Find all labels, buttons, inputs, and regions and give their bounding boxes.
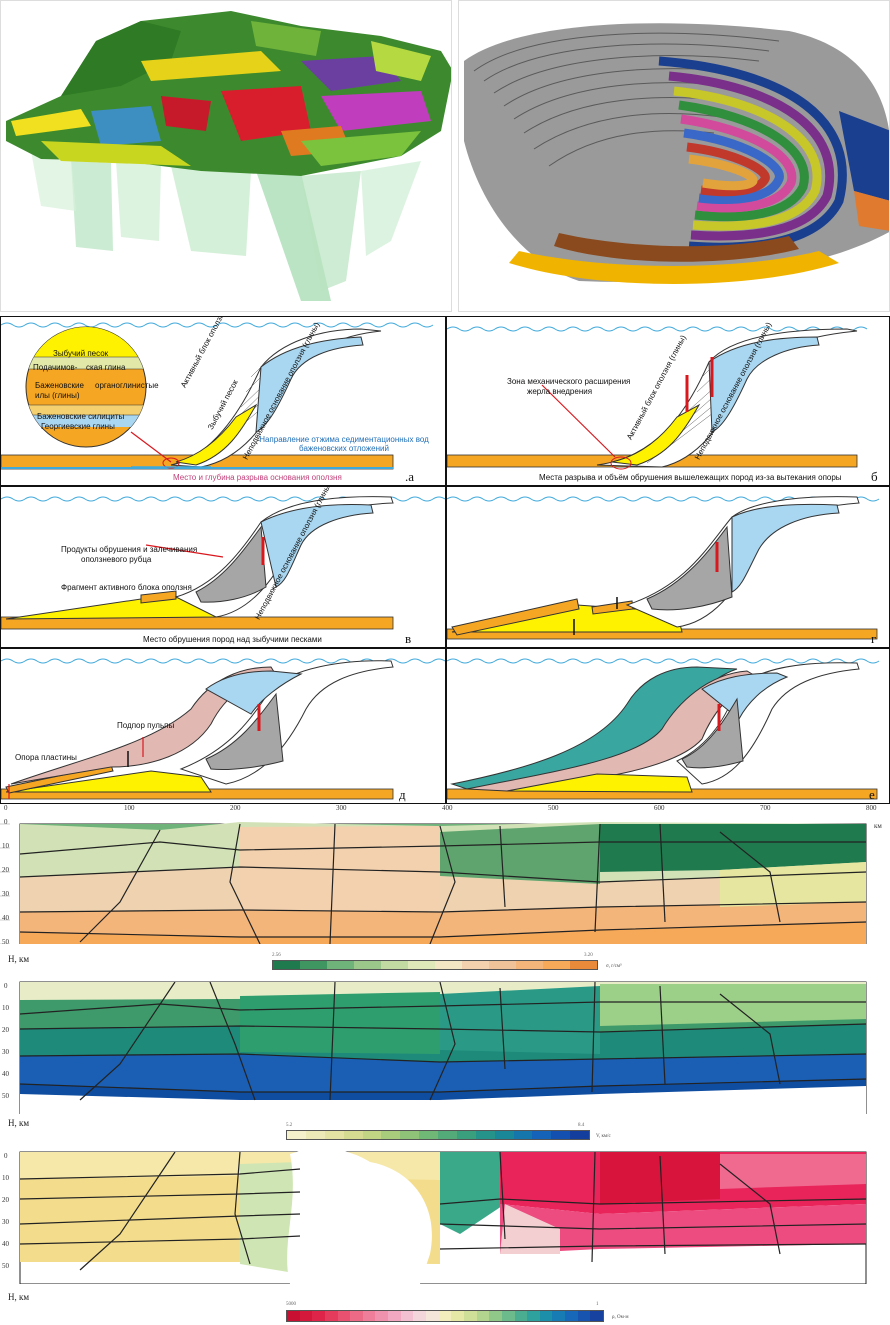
- velocity-legend-min: 5.2: [286, 1123, 293, 1128]
- y-tick-50: 50: [2, 938, 9, 946]
- velocity-legend-max: 8.4: [578, 1123, 585, 1128]
- y-axis-label-v: H, км: [8, 1118, 30, 1128]
- y-tick-30: 30: [2, 890, 9, 898]
- x-tick-800: 800: [866, 804, 877, 812]
- label-fragment: Фрагмент активного блока оползня: [61, 583, 192, 592]
- x-unit: км: [874, 822, 882, 830]
- density-section: 0 100 200 300 400 500 600 700 800 км: [0, 804, 890, 974]
- x-tick-100: 100: [124, 804, 135, 812]
- panel-e-letter: е: [869, 787, 875, 802]
- panel-e-final: е: [446, 648, 890, 804]
- panel-v-letter: в: [405, 631, 412, 646]
- x-tick-400: 400: [442, 804, 453, 812]
- resistivity-section: 0 10 20 30 40 50 H, км 5000 1 ρ, Ом·м: [0, 1144, 890, 1325]
- x-tick-300: 300: [336, 804, 347, 812]
- density-legend-max: 3.20: [584, 953, 593, 958]
- velocity-section: 0 10 20 30 40 50 H, км 5.2 8.4 V, км/с: [0, 974, 890, 1144]
- y-axis-label-r: H, км: [8, 1292, 30, 1302]
- geological-3d-model-image: [0, 0, 452, 312]
- geological-3d-model-drawing: [1, 1, 451, 311]
- x-tick-500: 500: [548, 804, 559, 812]
- panel-d-pulp: Подпор пульпы Опора пластины д: [0, 648, 446, 804]
- velocity-section-drawing: [19, 981, 867, 1114]
- resistivity-legend-max: 5000: [286, 1302, 296, 1307]
- y-tick-0-r: 0: [4, 1152, 8, 1160]
- density-section-drawing: [0, 822, 867, 944]
- y-tick-40: 40: [2, 914, 9, 922]
- y-tick-40-r: 40: [2, 1240, 9, 1248]
- density-unit: σ, г/см³: [606, 964, 622, 969]
- x-tick-600: 600: [654, 804, 665, 812]
- panel-v-collapse: Продукты обрушения и залечивания оползне…: [0, 486, 446, 648]
- panel-g-drawing: [447, 496, 880, 640]
- label-products-2: оползневого рубца: [81, 555, 152, 564]
- y-axis-label: H, км: [8, 954, 30, 964]
- panel-b-extrusion-zone: Зона механического расширения жерла внед…: [446, 316, 890, 486]
- y-tick-10-v: 10: [2, 1004, 9, 1012]
- panel-b-drawing: [447, 326, 868, 470]
- velocity-colorbar: [286, 1130, 590, 1140]
- panel-b-letter: б: [871, 469, 878, 484]
- inset-label-podachimov-1: Подачимов-: [33, 363, 78, 372]
- label-products-1: Продукты обрушения и залечивания: [61, 545, 198, 554]
- inset-label-quick-sand: Зыбучий песок: [53, 349, 109, 358]
- label-pulp-support: Подпор пульпы: [117, 721, 175, 730]
- panel-b-caption: Места разрыва и объём обрушения вышележа…: [539, 473, 842, 482]
- open-pit-model-image: [458, 0, 890, 312]
- label-water-flow-direction: Направление отжима седиментационных вод …: [259, 435, 429, 453]
- open-pit-model-drawing: [459, 1, 889, 311]
- panel-a-letter: .а: [405, 469, 415, 484]
- panel-g-stage: г: [446, 486, 890, 648]
- velocity-unit: V, км/с: [596, 1134, 611, 1139]
- x-tick-0: 0: [4, 804, 8, 812]
- panel-a-landslide-initiation: Зыбучий песок Подачимов- ская глина Баже…: [0, 316, 446, 486]
- inset-label-bazhenov-2: илы (глины): [35, 391, 80, 400]
- x-tick-700: 700: [760, 804, 771, 812]
- y-tick-10: 10: [2, 842, 9, 850]
- panel-a-drawing: [1, 322, 434, 470]
- label-rupture-place: Место и глубина разрыва основания оползн…: [173, 473, 342, 482]
- y-tick-0-v: 0: [4, 982, 8, 990]
- panel-v-drawing: [1, 496, 445, 630]
- panel-e-drawing: [447, 658, 880, 800]
- density-colorbar: [272, 960, 598, 970]
- inset-label-organoclay: органоглинистые: [95, 381, 159, 390]
- y-tick-50-r: 50: [2, 1262, 9, 1270]
- density-legend-min: 2.56: [272, 953, 281, 958]
- y-tick-0: 0: [4, 818, 8, 826]
- y-tick-40-v: 40: [2, 1070, 9, 1078]
- label-zone-line-2: жерла внедрения: [527, 387, 593, 396]
- y-tick-20-v: 20: [2, 1026, 9, 1034]
- y-tick-20: 20: [2, 866, 9, 874]
- y-tick-20-r: 20: [2, 1196, 9, 1204]
- resistivity-legend-min: 1: [596, 1302, 599, 1307]
- inset-label-podachimov-2: ская глина: [86, 363, 126, 372]
- inset-label-bazhenov-1: Баженовские: [35, 381, 84, 390]
- y-tick-10-r: 10: [2, 1174, 9, 1182]
- label-plate-support: Опора пластины: [15, 753, 77, 762]
- panel-d-drawing: [1, 658, 445, 800]
- panel-d-letter: д: [399, 787, 406, 802]
- x-tick-200: 200: [230, 804, 241, 812]
- y-tick-30-v: 30: [2, 1048, 9, 1056]
- panel-v-caption: Место обрушения пород над зыбучими песка…: [143, 635, 322, 644]
- y-tick-50-v: 50: [2, 1092, 9, 1100]
- resistivity-section-drawing: [19, 1148, 867, 1284]
- inset-label-bazhenov-silicites: Баженовские силициты: [37, 412, 125, 421]
- panel-g-letter: г: [871, 631, 877, 646]
- label-zone-line-1: Зона механического расширения: [507, 377, 631, 386]
- resistivity-unit: ρ, Ом·м: [612, 1315, 629, 1320]
- y-tick-30-r: 30: [2, 1218, 9, 1226]
- resistivity-colorbar: [286, 1310, 604, 1322]
- inset-label-georgievsk-clays: Георгиевские глины: [41, 422, 115, 431]
